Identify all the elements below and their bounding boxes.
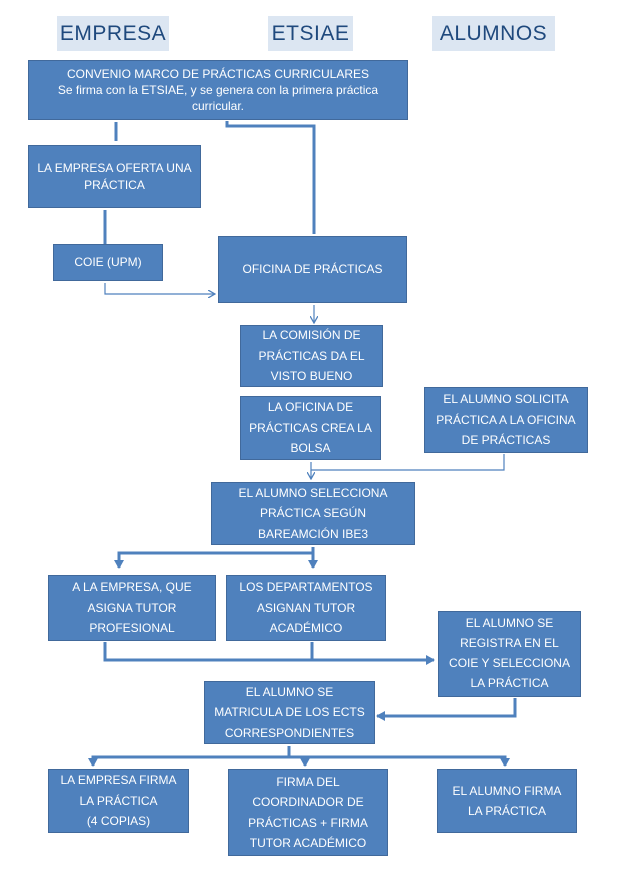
registra-line-2: REGISTRA EN EL xyxy=(460,636,559,651)
comision-line-2: PRÁCTICAS DA EL xyxy=(258,348,365,363)
registra-line-4: LA PRÁCTICA xyxy=(470,675,549,690)
tutor-profesional-line-3: PROFESIONAL xyxy=(89,621,175,636)
firma-coordinador-box: FIRMA DEL COORDINADOR DE PRÁCTICAS + FIR… xyxy=(228,769,388,856)
tutor-academico-box: LOS DEPARTAMENTOS ASIGNAN TUTOR ACADÉMIC… xyxy=(226,575,386,641)
empresa-oferta-box: LA EMPRESA OFERTA UNA PRÁCTICA xyxy=(28,145,201,208)
alumno-solicita-line-1: EL ALUMNO SOLICITA xyxy=(443,392,569,407)
connector-matricula-empresa-firma xyxy=(88,746,291,767)
alumno-firma-box: EL ALUMNO FIRMA LA PRÁCTICA xyxy=(437,769,577,833)
bolsa-line-1: LA OFICINA DE xyxy=(267,400,354,415)
bolsa-box: LA OFICINA DE PRÁCTICAS CREA LA BOLSA xyxy=(240,396,381,460)
empresa-firma-line-1: LA EMPRESA FIRMA xyxy=(60,773,177,788)
registra-line-1: EL ALUMNO SE xyxy=(465,616,554,631)
tutor-academico-line-2: ASIGNAN TUTOR xyxy=(256,600,356,615)
selecciona-line-1: EL ALUMNO SELECCIONA xyxy=(238,485,388,500)
registra-box: EL ALUMNO SE REGISTRA EN EL COIE Y SELEC… xyxy=(438,611,581,697)
selecciona-line-3: BAREAMCIÓN IBE3 xyxy=(257,526,369,541)
convenio-line-2: Se firma con la ETSIAE, y se genera con … xyxy=(57,82,379,97)
matricula-line-2: MATRICULA DE LOS ECTS xyxy=(214,705,365,720)
comision-line-1: LA COMISIÓN DE xyxy=(262,328,361,343)
coie-label: COIE (UPM) xyxy=(74,255,142,270)
convenio-line-3: curricular. xyxy=(191,99,244,114)
alumno-solicita-box: EL ALUMNO SOLICITA PRÁCTICA A LA OFICINA… xyxy=(424,387,588,453)
comision-box: LA COMISIÓN DE PRÁCTICAS DA EL VISTO BUE… xyxy=(240,325,383,387)
bolsa-line-3: BOLSA xyxy=(290,441,331,456)
connector-convenio-oficina xyxy=(225,121,316,234)
connector-tutores-registra xyxy=(103,642,435,665)
registra-line-3: COIE Y SELECCIONA xyxy=(449,656,570,670)
firma-coordinador-line-4: TUTOR ACADÉMICO xyxy=(249,835,367,850)
matricula-box: EL ALUMNO SE MATRICULA DE LOS ECTS CORRE… xyxy=(204,681,375,744)
tutor-academico-line-1: LOS DEPARTAMENTOS xyxy=(239,580,373,595)
tutor-profesional-box: A LA EMPRESA, QUE ASIGNA TUTOR PROFESION… xyxy=(48,575,216,641)
firma-coordinador-line-1: FIRMA DEL xyxy=(276,774,340,789)
tutor-profesional-line-1: A LA EMPRESA, QUE xyxy=(72,580,192,595)
tutor-profesional-line-2: ASIGNA TUTOR xyxy=(87,600,177,615)
connector-registra-matricula xyxy=(376,698,517,721)
tutor-academico-line-3: ACADÉMICO xyxy=(269,621,343,636)
empresa-firma-line-3: (4 COPIAS) xyxy=(86,814,151,829)
selecciona-line-2: PRÁCTICA SEGÚN xyxy=(259,506,367,521)
coie-box: COIE (UPM) xyxy=(53,244,163,281)
selecciona-box: EL ALUMNO SELECCIONA PRÁCTICA SEGÚN BARE… xyxy=(211,482,415,545)
alumno-solicita-line-3: DE PRÁCTICAS xyxy=(461,433,551,448)
empresa-firma-line-2: LA PRÁCTICA xyxy=(79,793,158,808)
header-alumnos: ALUMNOS xyxy=(432,16,555,51)
alumno-firma-line-2: LA PRÁCTICA xyxy=(467,804,547,818)
firma-coordinador-line-2: COORDINADOR DE xyxy=(252,795,364,810)
firma-coordinador-line-3: PRÁCTICAS + FIRMA xyxy=(248,815,368,830)
empresa-oferta-line-2: PRÁCTICA xyxy=(84,177,145,192)
connector-coie-oficina xyxy=(104,283,215,294)
empresa-firma-box: LA EMPRESA FIRMA LA PRÁCTICA (4 COPIAS) xyxy=(48,769,189,833)
header-etsiae: ETSIAE xyxy=(268,16,353,51)
alumno-solicita-line-2: PRÁCTICA A LA OFICINA xyxy=(436,412,576,427)
header-empresa: EMPRESA xyxy=(57,16,169,51)
alumno-firma-line-1: EL ALUMNO FIRMA xyxy=(452,783,562,798)
bolsa-line-2: PRÁCTICAS CREA LA xyxy=(249,420,372,435)
connector-matricula-alumno-firma xyxy=(289,755,510,767)
oficina-label: OFICINA DE PRÁCTICAS xyxy=(242,262,383,277)
empresa-oferta-line-1: LA EMPRESA OFERTA UNA xyxy=(37,161,192,176)
convenio-box: CONVENIO MARCO DE PRÁCTICAS CURRICULARES… xyxy=(28,60,408,120)
matricula-line-3: CORRESPONDIENTES xyxy=(224,725,355,740)
comision-line-3: VISTO BUENO xyxy=(270,369,353,384)
convenio-title: CONVENIO MARCO DE PRÁCTICAS CURRICULARES xyxy=(66,66,370,81)
oficina-box: OFICINA DE PRÁCTICAS xyxy=(218,236,407,303)
connector-selecciona-empresa-tutor xyxy=(114,547,315,569)
matricula-line-1: EL ALUMNO SE xyxy=(245,684,334,699)
